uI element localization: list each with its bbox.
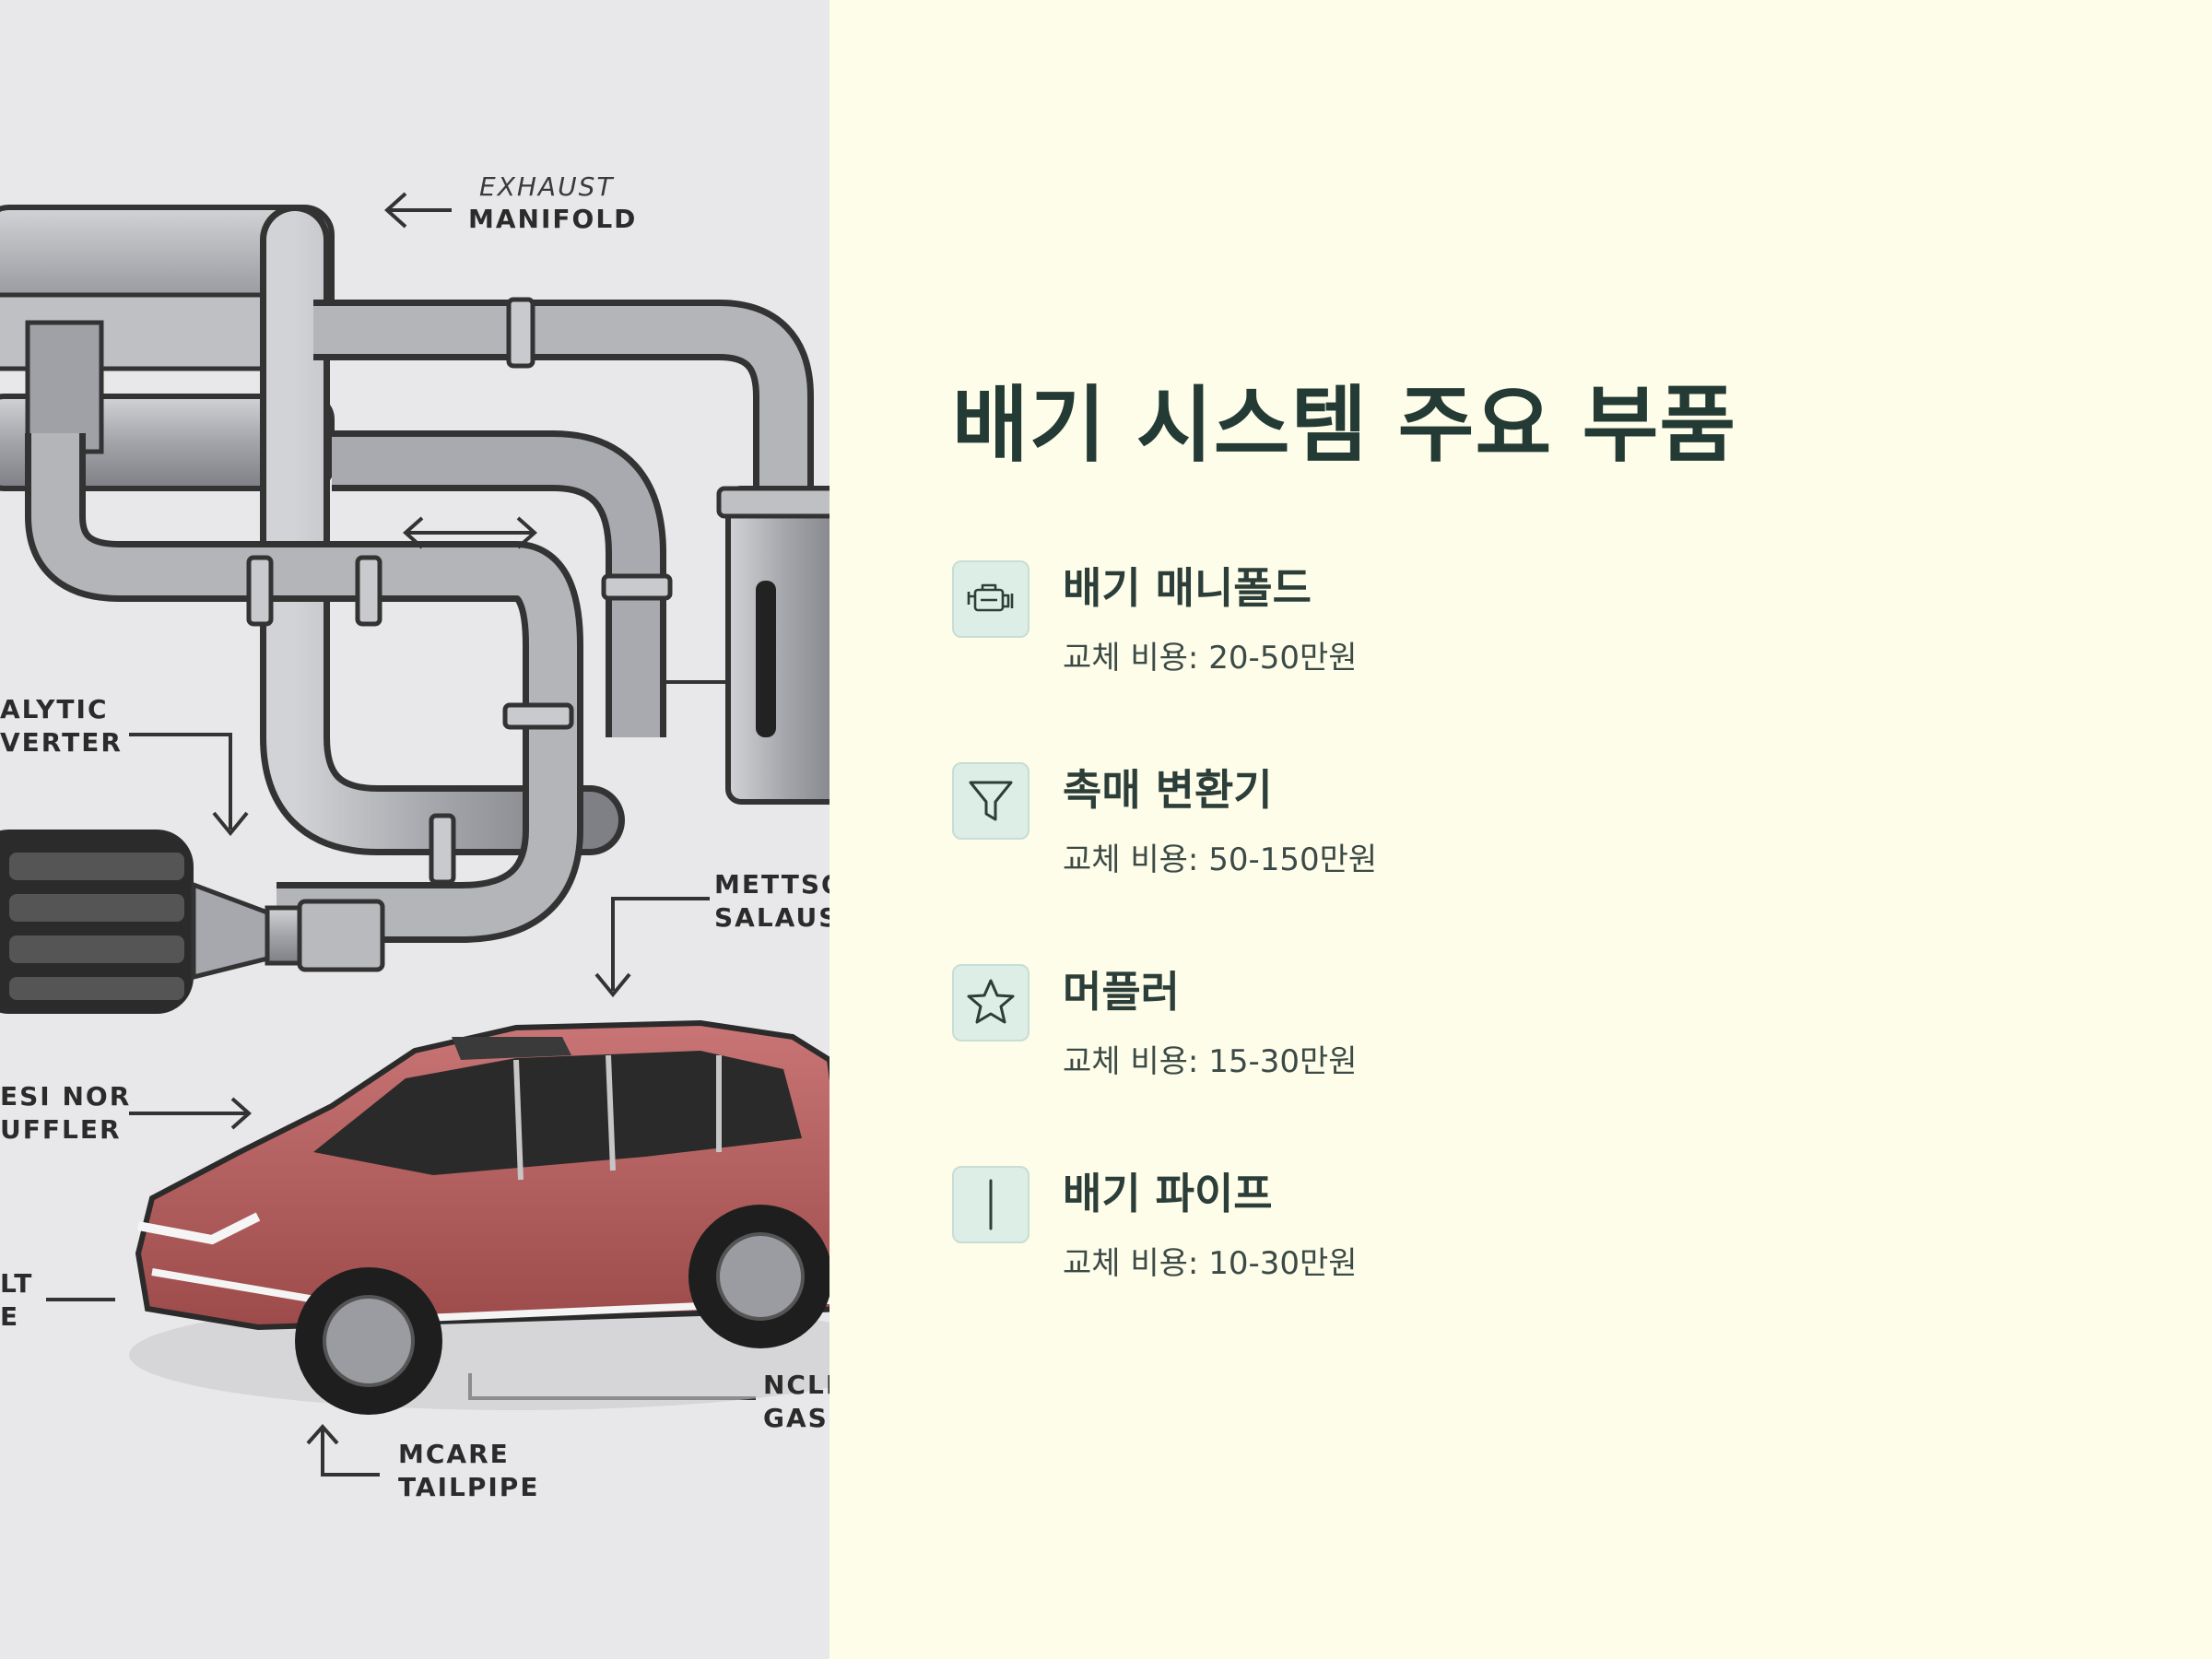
label-tailpipe: MCARE TAILPIPE	[398, 1439, 540, 1502]
label-manifold: MANIFOLD	[468, 204, 638, 234]
label-catalytic-converter: ALYTIC VERTER	[0, 694, 123, 758]
item-cost: 교체 비용: 10-30만원	[1063, 1245, 1358, 1282]
item-title: 머플러	[1063, 967, 1180, 1017]
item-title: 배기 매니폴드	[1063, 563, 1312, 613]
list-item-manifold: 배기 매니폴드 교체 비용: 20-50만원	[952, 560, 2058, 689]
item-title: 촉매 변환기	[1063, 765, 1273, 815]
catalytic-converter	[0, 830, 385, 1014]
item-cost: 교체 비용: 20-50만원	[1063, 640, 1358, 677]
label-lt: LT E	[0, 1268, 34, 1332]
page-title: 배기 시스템 주요 부품	[952, 377, 1737, 474]
resonator-canister	[662, 486, 830, 805]
exhaust-diagram	[0, 192, 830, 1477]
list-item-catalytic-converter: 촉매 변환기 교체 비용: 50-150만원	[952, 762, 2058, 891]
list-item-muffler: 머플러 교체 비용: 15-30만원	[952, 964, 2058, 1093]
label-mettso: METTSO SALAUS	[714, 869, 830, 933]
manifold-pipes	[0, 205, 814, 943]
exhaust-system-illustration: EXHAUST MANIFOLD ALYTIC VERTER METTSO SA…	[0, 0, 830, 1659]
label-muffler: ESI NOR UFFLER	[0, 1081, 132, 1145]
content-panel: 배기 시스템 주요 부품 배기 매니폴드 교체 비용: 20-50만원 촉매 변…	[830, 0, 2212, 1659]
item-title: 배기 파이프	[1063, 1169, 1273, 1218]
label-exhaust: EXHAUST	[479, 171, 615, 202]
item-cost: 교체 비용: 50-150만원	[1063, 841, 1378, 878]
filter-icon	[952, 762, 1030, 840]
car-illustration	[129, 1019, 830, 1415]
item-cost: 교체 비용: 15-30만원	[1063, 1043, 1358, 1080]
engine-icon	[952, 560, 1030, 638]
label-ncli: NCLI GASI	[763, 1370, 830, 1433]
star-icon	[952, 964, 1030, 1041]
list-item-exhaust-pipe: 배기 파이프 교체 비용: 10-30만원	[952, 1166, 2058, 1295]
pipe-icon	[952, 1166, 1030, 1243]
